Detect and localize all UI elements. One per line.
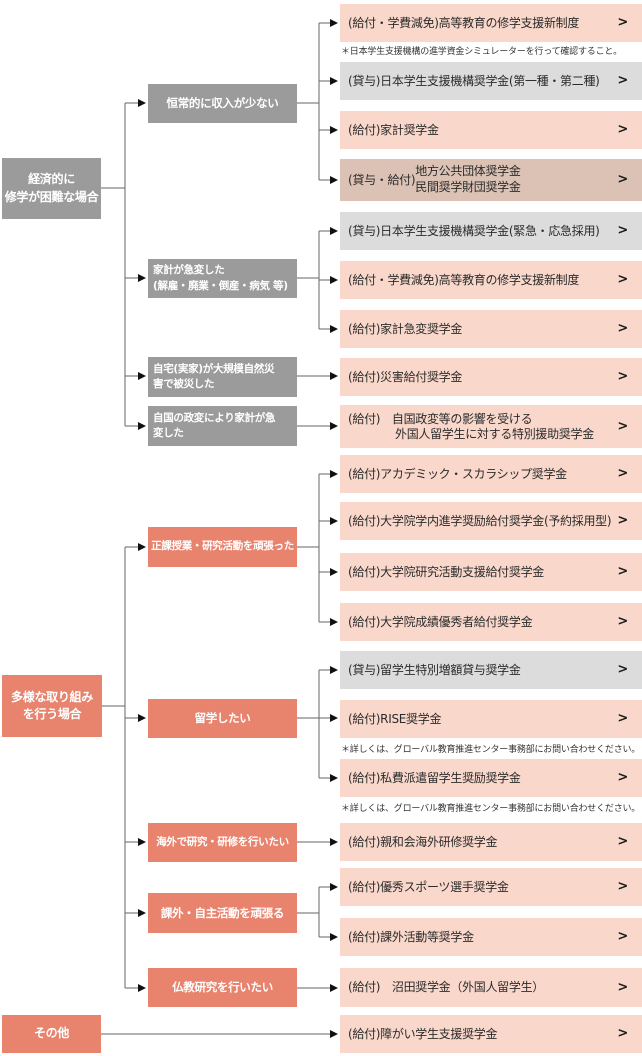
chevron-right-icon: > — [617, 710, 628, 726]
condition-extracurricular: 課外・自主活動を頑張る — [148, 893, 297, 933]
scholarship-label: (給付)障がい学生支援奨学金 — [348, 1026, 498, 1041]
chevron-right-icon: > — [617, 1025, 628, 1041]
scholarship-label: (給付)大学院成績優秀者給付奨学金 — [348, 614, 533, 629]
scholarship-item-higher-edu-support-2[interactable]: (給付・学費減免)高等教育の修学支援新制度 > — [340, 261, 642, 299]
scholarship-label: (給付)親和会海外研修奨学金 — [348, 834, 498, 849]
condition-academic-effort: 正課授業・研究活動を頑張った — [148, 527, 297, 567]
chevron-right-icon: > — [617, 320, 628, 336]
category-other: その他 — [2, 1015, 101, 1053]
scholarship-label: (給付)私費派遣留学生奨励奨学金 — [348, 770, 521, 785]
scholarship-label: (給付)家計急変奨学金 — [348, 321, 463, 336]
chevron-right-icon: > — [617, 171, 628, 187]
condition-study-abroad: 留学したい — [148, 699, 297, 738]
scholarship-item-upheaval-aid[interactable]: (給付) 自国政変等の影響を受ける 外国人留学生に対する特別援助奨学金 > — [340, 405, 642, 448]
chevron-right-icon: > — [617, 833, 628, 849]
condition-label-line: 恒常的に収入が少ない — [166, 96, 279, 111]
chevron-right-icon: > — [617, 979, 628, 995]
scholarship-item-grad-honors[interactable]: (給付)大学院成績優秀者給付奨学金 > — [340, 603, 642, 641]
category-label-line: を行う場合 — [22, 707, 82, 721]
scholarship-item-disability-support[interactable]: (給付)障がい学生支援奨学金 > — [340, 1015, 642, 1053]
condition-label-line: 仏教研究を行いたい — [172, 980, 273, 995]
condition-buddhist-studies: 仏教研究を行いたい — [148, 968, 297, 1007]
scholarship-label: (給付)RISE奨学金 — [348, 711, 442, 726]
category-label-line: その他 — [33, 1026, 70, 1041]
chevron-right-icon: > — [617, 465, 628, 481]
scholarship-item-higher-edu-support-1[interactable]: (給付・学費減免)高等教育の修学支援新制度 > — [340, 4, 642, 42]
scholarship-label: (給付)家計奨学金 — [348, 122, 439, 137]
category-label-line: 経済的に — [28, 172, 75, 187]
chevron-right-icon: > — [617, 72, 628, 88]
scholarship-label-line: 地方公共団体奨学金 — [415, 164, 521, 179]
scholarship-item-academic-scholarship[interactable]: (給付)アカデミック・スカラシップ奨学金 > — [340, 455, 642, 493]
condition-low-income: 恒常的に収入が少ない — [148, 84, 297, 123]
condition-label-line: 正課授業・研究活動を頑張った — [151, 540, 294, 553]
scholarship-label: (給付)大学院学内進学奨励給付奨学金(予約採用型) — [348, 513, 612, 528]
scholarship-label: (貸与)日本学生支援機構奨学金(第一種・第二種) — [348, 73, 600, 88]
condition-label-line: 海外で研究・研修を行いたい — [156, 835, 289, 848]
condition-label-line: 自宅(実家)が大規模自然災 — [153, 362, 275, 375]
scholarship-label: (給付・学費減免)高等教育の修学支援新制度 — [348, 272, 580, 287]
condition-natural-disaster: 自宅(実家)が大規模自然災 害で被災した — [148, 357, 297, 397]
scholarship-item-local-private[interactable]: (貸与・給付) 地方公共団体奨学金 民間奨学財団奨学金 > — [340, 159, 642, 201]
scholarship-item-shinwakai-overseas[interactable]: (給付)親和会海外研修奨学金 > — [340, 823, 642, 861]
scholarship-label: (給付)アカデミック・スカラシップ奨学金 — [348, 466, 567, 481]
chevron-right-icon: > — [617, 418, 628, 434]
chevron-right-icon: > — [617, 512, 628, 528]
condition-sudden-budget-change: 家計が急変した (解雇・廃業・倒産・病気 等) — [148, 259, 297, 298]
condition-label-line: 留学したい — [194, 711, 251, 726]
condition-overseas-research: 海外で研究・研修を行いたい — [148, 823, 297, 862]
chevron-right-icon: > — [617, 769, 628, 785]
condition-label-line: 自国の政変により家計が急 — [153, 411, 276, 424]
scholarship-label: (給付)課外活動等奨学金 — [348, 929, 474, 944]
note-jasso-simulator: ＊日本学生支援機構の進学資金シミュレーターを行って確認すること。 — [341, 47, 622, 57]
scholarship-item-sudden-change[interactable]: (給付)家計急変奨学金 > — [340, 310, 642, 348]
scholarship-item-household[interactable]: (給付)家計奨学金 > — [340, 111, 642, 149]
category-label-line: 修学が困難な場合 — [4, 189, 99, 204]
chevron-right-icon: > — [617, 878, 628, 894]
chevron-right-icon: > — [617, 368, 628, 384]
scholarship-label-line: 民間奨学財団奨学金 — [415, 180, 521, 194]
scholarship-label-prefix: (貸与・給付) — [348, 172, 416, 187]
category-economic-difficulty: 経済的に 修学が困難な場合 — [2, 158, 101, 219]
scholarship-item-grad-research-support[interactable]: (給付)大学院研究活動支援給付奨学金 > — [340, 553, 642, 591]
chevron-right-icon: > — [617, 661, 628, 677]
scholarship-item-numata[interactable]: (給付) 沼田奨学金（外国人留学生） > — [340, 968, 642, 1007]
scholarship-item-jasso-loan[interactable]: (貸与)日本学生支援機構奨学金(第一種・第二種) > — [340, 62, 642, 100]
scholarship-label: (給付) 沼田奨学金（外国人留学生） — [348, 980, 544, 994]
chevron-right-icon: > — [617, 563, 628, 579]
condition-label-line: 変した — [153, 427, 184, 439]
condition-label-line: (解雇・廃業・倒産・病気 等) — [153, 279, 288, 292]
chevron-right-icon: > — [617, 613, 628, 629]
scholarship-label: (貸与)日本学生支援機構奨学金(緊急・応急採用) — [348, 223, 600, 238]
condition-home-country-upheaval: 自国の政変により家計が急 変した — [148, 406, 297, 446]
note-global-center-2: ＊詳しくは、グローバル教育推進センター事務部にお問い合わせください。 — [341, 804, 641, 814]
category-label-line: 多様な取り組み — [11, 689, 93, 704]
scholarship-label: (貸与)留学生特別増額貸与奨学金 — [348, 662, 521, 677]
scholarship-label-line: (給付) 自国政変等の影響を受ける — [348, 411, 533, 426]
scholarship-label: (給付・学費減免)高等教育の修学支援新制度 — [348, 15, 580, 30]
chevron-right-icon: > — [617, 222, 628, 238]
note-global-center-1: ＊詳しくは、グローバル教育推進センター事務部にお問い合わせください。 — [341, 745, 641, 755]
condition-label-line: 害で被災した — [153, 378, 215, 390]
scholarship-item-disaster[interactable]: (給付)災害給付奨学金 > — [340, 358, 642, 396]
chevron-right-icon: > — [617, 14, 628, 30]
condition-label-line: 課外・自主活動を頑張る — [160, 905, 285, 920]
scholarship-item-rise[interactable]: (給付)RISE奨学金 > — [340, 700, 642, 738]
scholarship-label-line: 外国人留学生に対する特別援助奨学金 — [395, 426, 594, 441]
scholarship-item-extracurricular[interactable]: (給付)課外活動等奨学金 > — [340, 918, 642, 956]
scholarship-item-sports[interactable]: (給付)優秀スポーツ選手奨学金 > — [340, 868, 642, 906]
scholarship-label: (給付)優秀スポーツ選手奨学金 — [348, 879, 509, 894]
chevron-right-icon: > — [617, 928, 628, 944]
scholarship-item-privately-funded-abroad[interactable]: (給付)私費派遣留学生奨励奨学金 > — [340, 759, 642, 797]
scholarship-item-jasso-emergency[interactable]: (貸与)日本学生支援機構奨学金(緊急・応急採用) > — [340, 212, 642, 250]
chevron-right-icon: > — [617, 121, 628, 137]
scholarship-item-abroad-extra-loan[interactable]: (貸与)留学生特別増額貸与奨学金 > — [340, 651, 642, 689]
scholarship-label: (給付)大学院研究活動支援給付奨学金 — [348, 564, 544, 579]
chevron-right-icon: > — [617, 271, 628, 287]
scholarship-label: (給付)災害給付奨学金 — [348, 369, 463, 384]
scholarship-item-grad-advancement[interactable]: (給付)大学院学内進学奨励給付奨学金(予約採用型) > — [340, 502, 642, 540]
condition-label-line: 家計が急変した — [153, 264, 225, 277]
category-various-activities: 多様な取り組み を行う場合 — [2, 675, 102, 737]
